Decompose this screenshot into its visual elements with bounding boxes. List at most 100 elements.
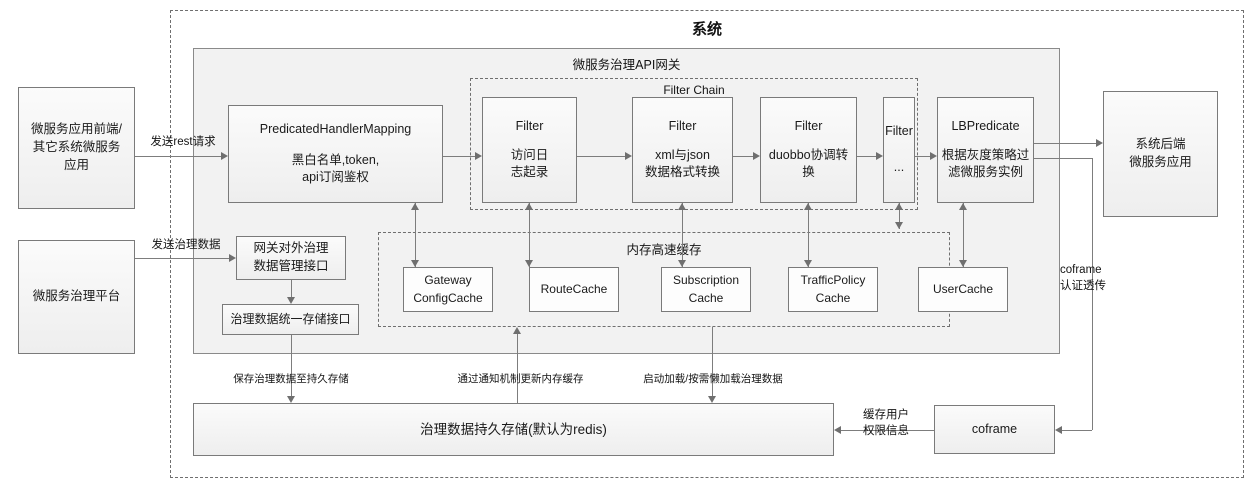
label-send-governance-data: 发送治理数据: [151, 239, 221, 251]
line-lb-to-cache: [963, 203, 964, 267]
lb-predicate-desc-2: 滤微服务实例: [947, 165, 1023, 180]
frontend-app-box: 微服务应用前端/ 其它系统微服务 应用: [18, 87, 135, 209]
arrow-filter2-to-filter3: [753, 152, 760, 160]
label-coframe-auth-2: 认证透传: [1060, 280, 1106, 292]
label-coframe-auth-1: coframe: [1060, 264, 1102, 276]
line-filter4-to-cache: [899, 203, 900, 229]
filter-1-desc-1: 访问日: [510, 147, 549, 162]
filter-box-3: Filter duobbo协调转 换: [760, 97, 857, 203]
line-extapi-to-storage: [291, 280, 292, 297]
gateway-panel-title: 微服务治理API网关: [572, 58, 681, 72]
arrow-filter3-cache-up: [804, 203, 812, 210]
filter-4-desc-1: ...: [893, 160, 905, 174]
cache-box-subscription: Subscription Cache: [661, 267, 751, 312]
line-persistence-to-cache: [517, 334, 518, 403]
filter-3-title: Filter: [794, 118, 823, 133]
cache-box-traffic-policy: TrafficPolicy Cache: [788, 267, 878, 312]
frontend-app-line-3: 应用: [63, 157, 89, 172]
persistence-storage-label: 治理数据持久存储(默认为redis): [420, 421, 607, 437]
backend-app-line-2: 微服务应用: [1129, 155, 1192, 169]
cache-4-line-1: TrafficPolicy: [800, 273, 866, 288]
arrow-filter2-cache-down: [678, 260, 686, 267]
lb-predicate-box: LBPredicate 根据灰度策略过 滤微服务实例: [937, 97, 1034, 203]
backend-app-line-1: 系统后端: [1135, 137, 1186, 152]
line-lb-coframe-top: [1034, 158, 1092, 159]
filter-3-desc-1: duobbo协调转: [768, 147, 849, 162]
arrow-lb-cache-down: [959, 260, 967, 267]
system-boundary: [170, 10, 1244, 478]
line-cache-to-persistence: [712, 327, 713, 396]
line-filter2-to-filter3: [733, 156, 753, 157]
persistence-storage-box: 治理数据持久存储(默认为redis): [193, 403, 834, 456]
arrow-storage-to-persistence: [287, 396, 295, 403]
label-cache-user-perm-1: 缓存用户: [863, 409, 909, 421]
arrow-persistence-to-cache: [513, 327, 521, 334]
cache-3-line-1: Subscription: [672, 273, 740, 288]
arrow-coframe-to-persistence: [834, 426, 841, 434]
memory-cache-title: 内存高速缓存: [626, 243, 702, 257]
filter-2-title: Filter: [668, 118, 697, 133]
arrow-lb-cache-up: [959, 203, 967, 210]
filter-2-desc-1: xml与json: [655, 147, 710, 162]
coframe-label: coframe: [971, 421, 1018, 436]
cache-1-line-2: ConfigCache: [413, 290, 483, 305]
line-lb-to-backend: [1034, 143, 1096, 144]
cache-box-route: RouteCache: [529, 267, 619, 312]
external-governance-api-box: 网关对外治理 数据管理接口: [236, 236, 346, 280]
filter-1-title: Filter: [515, 118, 544, 133]
arrow-filter4-cache-down: [895, 222, 903, 229]
arrow-rest-request: [221, 152, 228, 160]
arrow-governance-data: [229, 254, 236, 262]
line-filter1-to-cache: [529, 203, 530, 267]
arrow-coframe-auth: [1055, 426, 1062, 434]
governance-platform-label: 微服务治理平台: [32, 289, 121, 304]
filter-2-desc-2: 数据格式转换: [644, 165, 720, 180]
filter-4-title: Filter: [885, 124, 913, 139]
label-notify-update-cache: 通过通知机制更新内存缓存: [457, 373, 584, 385]
cache-box-user: UserCache: [918, 267, 1008, 312]
filter-1-desc-2: 志起录: [510, 165, 549, 180]
line-filter2-to-cache: [682, 203, 683, 267]
line-handler-to-filter1: [443, 156, 475, 157]
filter-3-desc-2: 换: [802, 165, 815, 180]
line-filter3-to-cache: [808, 203, 809, 267]
cache-2-line-1: RouteCache: [540, 281, 608, 296]
system-title: 系统: [691, 21, 722, 38]
frontend-app-line-2: 其它系统微服务: [32, 140, 121, 155]
cache-1-line-1: Gateway: [424, 273, 472, 288]
line-rest-request: [135, 156, 221, 157]
arrow-handler-to-filter1: [475, 152, 482, 160]
unified-storage-label: 治理数据统一存储接口: [230, 311, 351, 326]
arrow-cache-to-persistence: [708, 396, 716, 403]
governance-platform-box: 微服务治理平台: [18, 240, 135, 354]
arrow-filter1-cache-down: [525, 260, 533, 267]
frontend-app-line-1: 微服务应用前端/: [31, 122, 122, 137]
coframe-box: coframe: [934, 405, 1055, 454]
external-api-line-2: 数据管理接口: [253, 259, 329, 273]
line-lb-coframe-vert: [1092, 158, 1093, 430]
arrow-handler-cache-up: [411, 203, 419, 210]
lb-predicate-title: LBPredicate: [951, 118, 1020, 133]
label-startup-lazy-load: 启动加载/按需懒加载治理数据: [643, 373, 783, 385]
handler-mapping-title: PredicatedHandlerMapping: [259, 121, 412, 136]
filter-box-4: Filter ...: [883, 97, 915, 203]
line-governance-data: [135, 258, 229, 259]
label-send-rest-request: 发送rest请求: [150, 136, 216, 148]
line-coframe-to-persistence: [841, 430, 934, 431]
arrow-filter4-cache-up: [895, 203, 903, 210]
arrow-filter3-to-filter4: [876, 152, 883, 160]
filter-chain-title: Filter Chain: [663, 83, 725, 97]
filter-box-1: Filter 访问日 志起录: [482, 97, 577, 203]
line-lb-coframe-bottom: [1062, 430, 1092, 431]
filter-box-2: Filter xml与json 数据格式转换: [632, 97, 733, 203]
line-storage-to-persistence: [291, 335, 292, 396]
label-cache-user-perm-2: 权限信息: [863, 425, 909, 437]
arrow-handler-cache-down: [411, 260, 419, 267]
cache-3-line-2: Cache: [688, 290, 724, 305]
arrow-filter2-cache-up: [678, 203, 686, 210]
handler-mapping-desc-1: 黑白名单,token,: [291, 152, 380, 167]
arrow-extapi-to-storage: [287, 297, 295, 304]
cache-box-gateway-config: Gateway ConfigCache: [403, 267, 493, 312]
arrow-filter1-to-filter2: [625, 152, 632, 160]
